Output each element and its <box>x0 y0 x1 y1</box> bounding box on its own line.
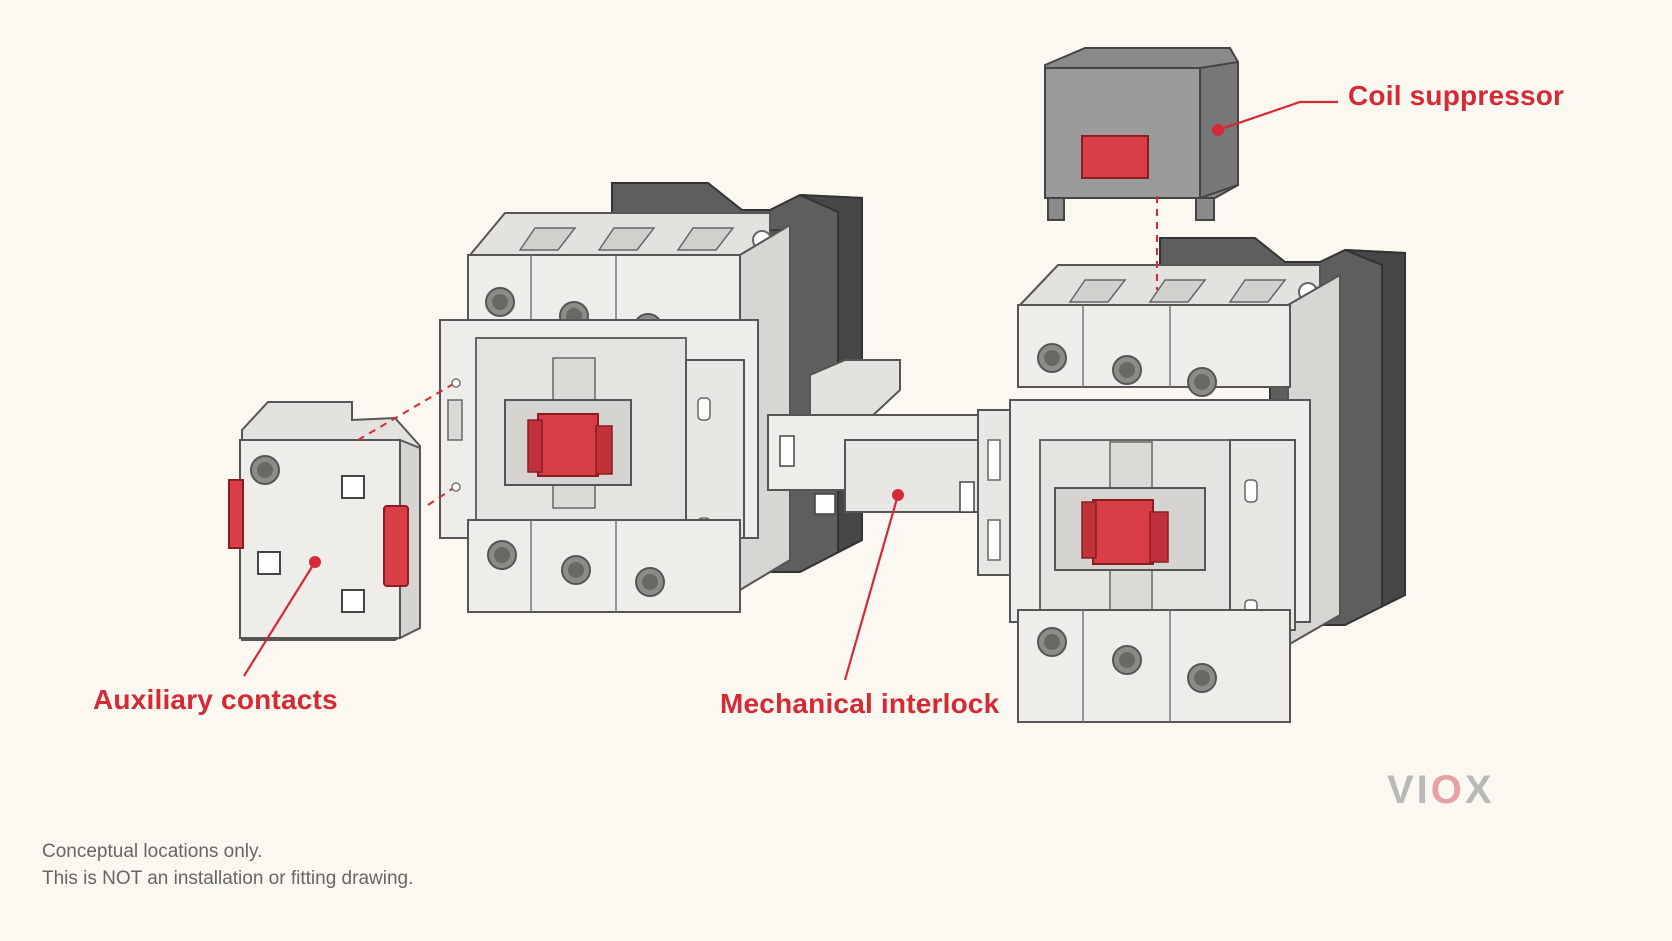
mechanical-interlock <box>767 359 987 515</box>
right-contactor <box>977 237 1406 723</box>
disclaimer-line-1: Conceptual locations only. <box>42 841 263 862</box>
aux-fit-guides <box>357 382 456 506</box>
viox-logo: VIOX <box>1387 768 1495 812</box>
disclaimer-line-2: This is NOT an installation or fitting d… <box>42 868 414 889</box>
callout-leaders <box>243 100 1338 681</box>
coil-suppressor-label: Coil suppressor <box>1348 80 1565 111</box>
auxiliary-contacts-label: Auxiliary contacts <box>93 684 338 715</box>
auxiliary-contact-block <box>228 401 421 641</box>
mechanical-interlock-label: Mechanical interlock <box>720 688 1000 719</box>
coil-suppressor-module <box>1044 47 1239 221</box>
left-contactor <box>439 182 863 613</box>
disclaimer-note: Conceptual locations only. This is NOT a… <box>42 838 413 892</box>
